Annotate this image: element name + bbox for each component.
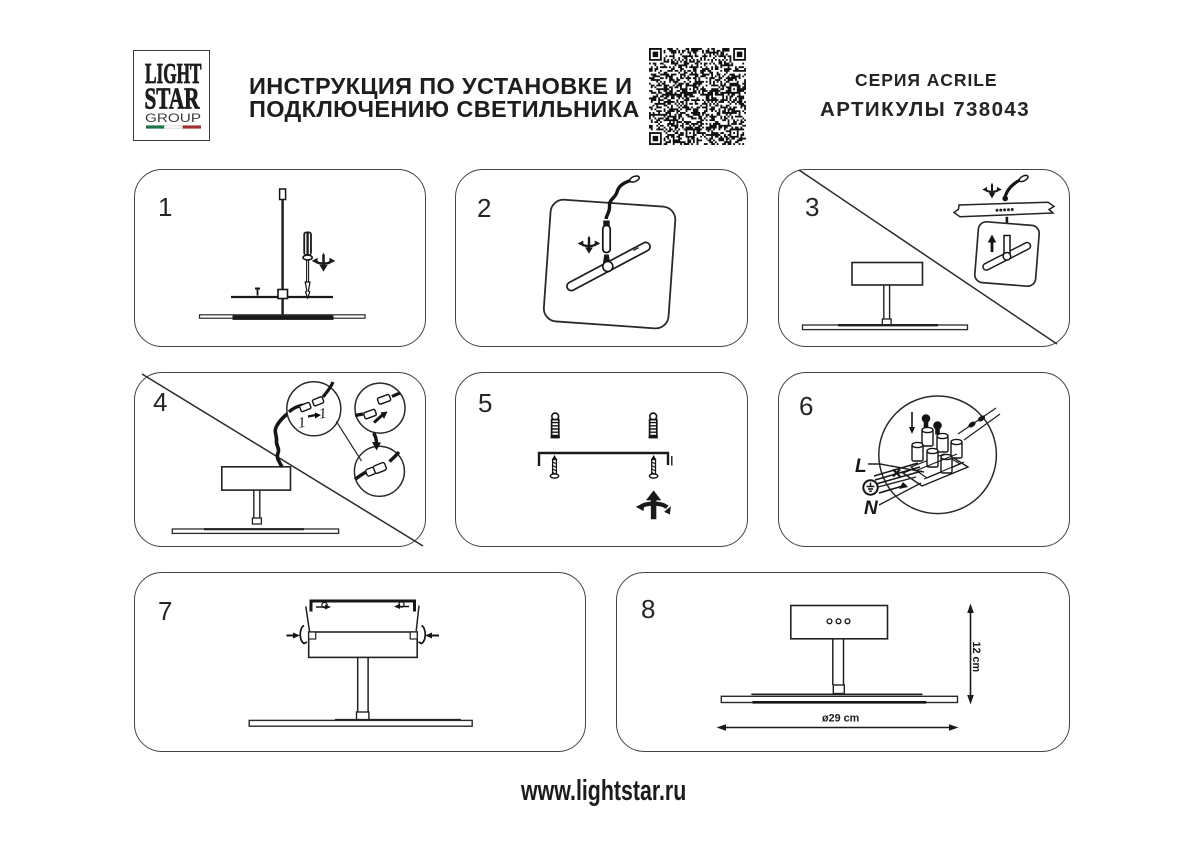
- svg-text:N: N: [864, 498, 879, 519]
- svg-text:L: L: [855, 456, 867, 477]
- svg-text:LIGHT: LIGHT: [145, 59, 202, 90]
- svg-text:12 cm: 12 cm: [970, 642, 982, 673]
- svg-text:ø29 cm: ø29 cm: [822, 713, 859, 725]
- svg-text:GROUP: GROUP: [145, 113, 201, 125]
- svg-text:1: 1: [318, 406, 328, 423]
- svg-text:STAR: STAR: [145, 81, 200, 116]
- svg-text:1: 1: [297, 415, 307, 432]
